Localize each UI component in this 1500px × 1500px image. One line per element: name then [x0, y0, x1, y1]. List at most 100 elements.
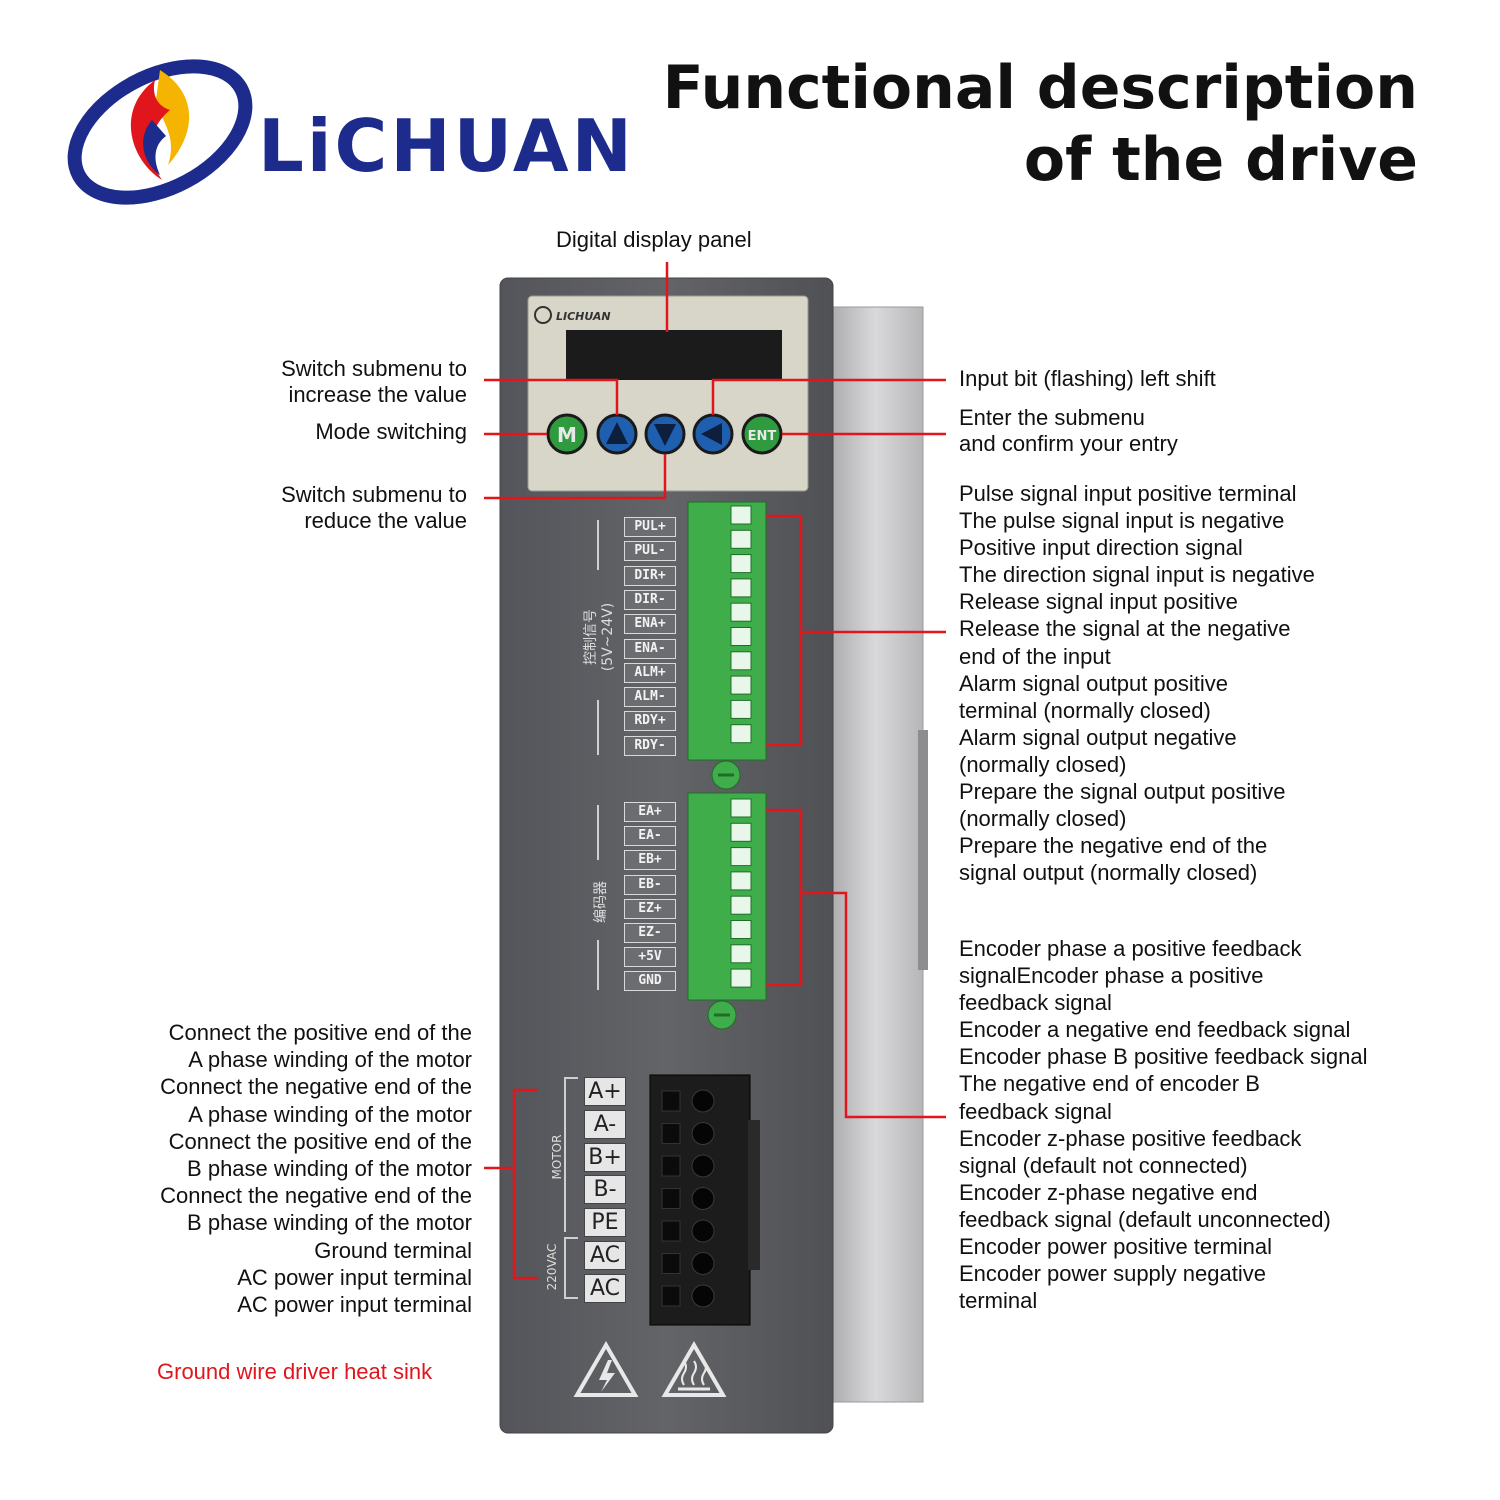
power-side-label: 220VAC [545, 1243, 559, 1291]
motor-terminal-label: A+ [584, 1077, 626, 1106]
bracket-motor [512, 1088, 538, 1280]
control-pin-slot [730, 602, 752, 622]
motor-terminal-label: B- [584, 1175, 626, 1205]
description-line: Encoder power supply negative [959, 1261, 1266, 1287]
page-title: Functional description of the drive [663, 52, 1418, 196]
callout-increase: Switch submenu to increase the value [281, 356, 467, 407]
motor-pin-slot [661, 1090, 681, 1112]
motor-pin-screw [691, 1284, 715, 1308]
callout-enter: Enter the submenu and confirm your entry [959, 405, 1178, 456]
encoder-terminal-block [687, 792, 767, 1001]
motor-pin-slot [661, 1253, 681, 1274]
description-line: Alarm signal output negative [959, 724, 1237, 750]
description-line: Pulse signal input positive terminal [959, 481, 1297, 506]
control-terminal-label: ENA+ [624, 614, 676, 635]
motor-terminal-label: B+ [584, 1142, 626, 1172]
control-pin-slot [730, 651, 752, 671]
description-line: Connect the negative end of the [160, 1074, 472, 1100]
leader-left-shift [711, 378, 946, 415]
control-pin-slot [730, 554, 752, 574]
control-terminal-label: DIR+ [624, 565, 676, 586]
bracket-control [766, 514, 803, 747]
description-line: signal (default not connected) [959, 1152, 1248, 1178]
control-side-label: 控制信号 (5V~24V) [583, 602, 616, 672]
description-line: (normally closed) [959, 751, 1127, 777]
callout-display-panel: Digital display panel [556, 227, 752, 252]
description-line: Encoder power positive terminal [959, 1234, 1273, 1260]
control-pin-slot [730, 627, 752, 646]
control-terminal-label: PUL+ [624, 517, 676, 537]
encoder-terminal-label: EA- [624, 826, 676, 847]
description-line: terminal [959, 1288, 1038, 1314]
encoder-pin-slot [730, 822, 752, 842]
svg-text:M: M [557, 423, 577, 447]
description-line: AC power input terminal [237, 1292, 472, 1318]
control-terminal-label: ALM- [624, 687, 676, 708]
description-line: feedback signal [959, 990, 1112, 1016]
control-terminal-label: DIR- [624, 589, 676, 610]
description-line: The pulse signal input is negative [959, 508, 1285, 534]
encoder-terminal-label: EA+ [624, 802, 676, 822]
encoder-pin-slot [730, 798, 752, 818]
button-mode: M [546, 413, 588, 455]
description-line: Prepare the signal output positive [959, 779, 1286, 805]
encoder-terminal-label: EZ+ [624, 898, 676, 919]
motor-pin-screw [691, 1122, 715, 1145]
description-line: signalEncoder phase a positive [959, 963, 1264, 989]
motor-pin-screw [691, 1089, 715, 1113]
leader-reduce [484, 454, 667, 500]
control-pin-slot [730, 529, 752, 549]
description-line: Encoder z-phase positive feedback [959, 1125, 1302, 1151]
description-line: A phase winding of the motor [188, 1047, 472, 1073]
leader-increase [484, 378, 619, 415]
description-line: feedback signal [959, 1098, 1112, 1124]
description-line: AC power input terminal [237, 1264, 472, 1290]
control-pin-slot [730, 505, 752, 525]
motor-pin-slot [661, 1188, 681, 1209]
button-up [596, 413, 638, 455]
motor-terminal-label: A- [584, 1109, 626, 1139]
control-pin-slot [730, 699, 752, 719]
description-line: Encoder z-phase negative end [959, 1179, 1258, 1205]
encoder-pin-slot [730, 920, 752, 939]
motor-pin-screw [691, 1187, 715, 1210]
encoder-pin-slot [730, 944, 752, 964]
display-window [566, 330, 782, 380]
motor-pin-slot [661, 1123, 681, 1144]
svg-text:ENT: ENT [748, 429, 777, 444]
motor-terminal-label: AC [584, 1241, 626, 1270]
motor-pin-screw [691, 1154, 715, 1178]
encoder-pin-slot [730, 895, 752, 915]
brand-logo-mark [67, 59, 253, 205]
description-line: Alarm signal output positive [959, 670, 1229, 696]
encoder-terminal-label: EB- [624, 874, 676, 895]
description-line: B phase winding of the motor [187, 1156, 472, 1182]
motor-terminal-label: PE [584, 1208, 626, 1238]
description-line: Ground terminal [314, 1237, 472, 1263]
control-terminal-label: RDY- [624, 735, 676, 756]
callout-reduce: Switch submenu to reduce the value [281, 482, 467, 533]
description-line: Connect the positive end of the [168, 1128, 472, 1154]
description-line: The direction signal input is negative [959, 562, 1315, 588]
callout-mode: Mode switching [315, 419, 467, 444]
hot-surface-warning-icon [661, 1341, 727, 1397]
control-terminal-label: RDY+ [624, 711, 676, 732]
encoder-terminal-label: GND [624, 971, 676, 992]
motor-terminal-label: AC [584, 1273, 626, 1303]
motor-pin-slot [661, 1155, 681, 1177]
title-line-2: of the drive [1023, 125, 1418, 195]
heat-sink [827, 306, 924, 1403]
encoder-pin-slot [730, 871, 752, 891]
description-line: Prepare the negative end of the [959, 833, 1268, 859]
description-line: B phase winding of the motor [187, 1210, 472, 1236]
description-line: Release signal input positive [959, 589, 1238, 615]
description-line: A phase winding of the motor [188, 1101, 472, 1127]
encoder-terminal-label: +5V [624, 947, 676, 968]
description-line: Encoder phase B positive feedback signal [959, 1044, 1368, 1070]
description-line: Positive input direction signal [959, 535, 1243, 561]
leader-encoder [801, 891, 946, 1119]
callout-left-shift: Input bit (flashing) left shift [959, 366, 1216, 391]
description-line: Encoder phase a positive feedback [959, 936, 1302, 961]
